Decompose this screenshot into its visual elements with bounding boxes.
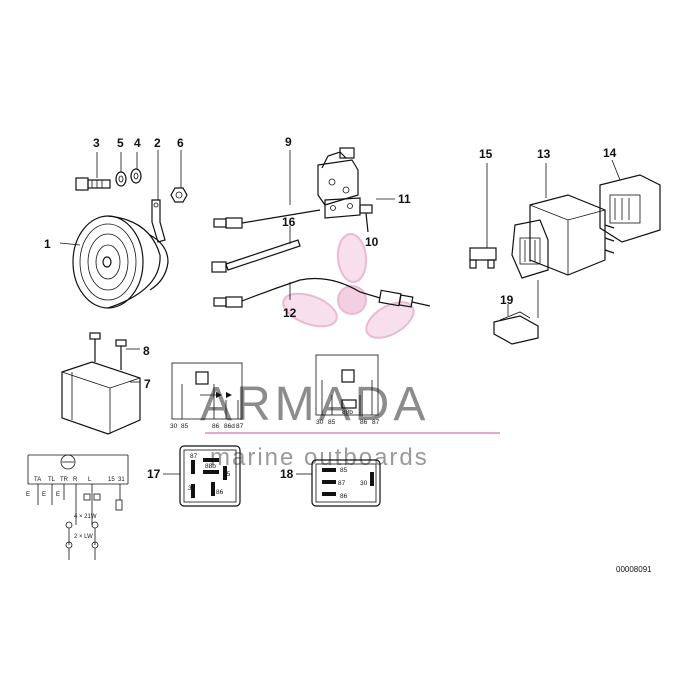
- bolt: [75, 177, 111, 191]
- wiring-tag-2: TL: [48, 477, 56, 483]
- leader-lines-horn: [59, 150, 182, 246]
- wiring-tag-5: L: [88, 477, 92, 483]
- relay17-pin-86: 86: [216, 489, 224, 496]
- relay-pin-layout-17: 87 88b 30 85 86: [163, 445, 241, 507]
- sensor-cable: [213, 277, 431, 308]
- schem-a-86d: 86d: [224, 423, 235, 430]
- schem-b-30: 30: [316, 419, 324, 426]
- hex-nut: [170, 187, 188, 203]
- control-module: [511, 163, 615, 279]
- relay18-pin-86: 86: [340, 493, 348, 500]
- relay17-pin-85: 85: [223, 471, 231, 478]
- schem-a-85: 85: [181, 423, 189, 430]
- wiring-tag-4: R: [73, 477, 78, 483]
- cable-tie: [211, 226, 301, 273]
- relay18-pin-30: 30: [360, 480, 368, 487]
- wiring-lamp-1: 4 × 21W: [74, 514, 97, 520]
- watermark-propeller-logo: [282, 233, 415, 339]
- schem-a-86: 86: [212, 423, 220, 430]
- relay17-pin-87: 87: [190, 453, 198, 460]
- callout-17: 17: [147, 467, 161, 481]
- screw: [359, 204, 373, 233]
- callout-2: 2: [154, 136, 161, 150]
- schem-a-30: 30: [170, 423, 178, 430]
- callout-4: 4: [134, 136, 141, 150]
- wiring-lamp-2: 2 × LW: [74, 534, 93, 540]
- relay-pin-layout-18: 85 87 30 86: [296, 459, 381, 507]
- relay-housing: [61, 361, 141, 435]
- callout-15: 15: [479, 147, 493, 161]
- callout-18: 18: [280, 467, 294, 481]
- callout-9: 9: [285, 135, 292, 149]
- callout-13: 13: [537, 147, 551, 161]
- wiring-e-2: E: [42, 492, 46, 498]
- callout-11: 11: [398, 192, 411, 206]
- callout-5: 5: [117, 136, 124, 150]
- callout-19: 19: [500, 293, 514, 307]
- wiring-tag-3: TR: [60, 477, 69, 483]
- wiring-tag-6: 15: [108, 477, 115, 483]
- callout-3: 3: [93, 136, 100, 150]
- schem-b-85: 85: [328, 419, 336, 426]
- wiring-tag-1: TA: [34, 477, 41, 483]
- wire-lead-9: [213, 209, 321, 229]
- schem-b-86: 86: [360, 419, 368, 426]
- washer: [130, 168, 142, 184]
- watermark-brand: ARMADA: [200, 378, 429, 431]
- connector-socket: [599, 159, 661, 243]
- callout-16: 16: [282, 215, 296, 229]
- wiring-e-3: E: [56, 492, 60, 498]
- relay-schematic-a: 30 85 86 86d 87: [170, 362, 244, 430]
- wiring-e-1: E: [26, 492, 30, 498]
- callout-1: 1: [44, 237, 51, 251]
- retaining-clip: [493, 280, 539, 345]
- callout-6: 6: [177, 136, 184, 150]
- callout-10: 10: [365, 235, 379, 249]
- relay18-pin-87: 87: [338, 480, 346, 487]
- switch-bracket-assembly: [289, 147, 361, 219]
- callout-numbers: 1 2 3 4 5 6 7 8 9 10 11 12 13 14 15 16 1…: [44, 135, 617, 481]
- callout-7: 7: [144, 377, 151, 391]
- schem-b-88b: 88b: [342, 409, 353, 416]
- wiring-tag-7: 31: [118, 477, 125, 483]
- horn-bracket: [151, 199, 166, 243]
- lock-washer: [115, 171, 127, 187]
- schem-a-87: 87: [236, 423, 244, 430]
- wiring-schematic: TA TL TR R L 15 31 E E E 4 × 21W 2 × LW: [26, 454, 129, 560]
- blade-fuse: [469, 163, 497, 269]
- relay18-pin-85: 85: [340, 467, 348, 474]
- relay17-pin-30: 30: [188, 485, 196, 492]
- diagram-code: 00008091: [616, 565, 652, 574]
- watermark-underline: [205, 432, 500, 434]
- relay-schematic-b: 30 85 88b 86 87: [315, 354, 380, 426]
- watermark-tagline: marine outboards: [210, 444, 429, 471]
- callout-14: 14: [603, 146, 617, 160]
- relay17-pin-88b: 88b: [205, 463, 216, 470]
- callout-8: 8: [143, 344, 150, 358]
- relay-screws: [89, 332, 140, 383]
- callout-12: 12: [283, 306, 297, 320]
- schem-b-87: 87: [372, 419, 380, 426]
